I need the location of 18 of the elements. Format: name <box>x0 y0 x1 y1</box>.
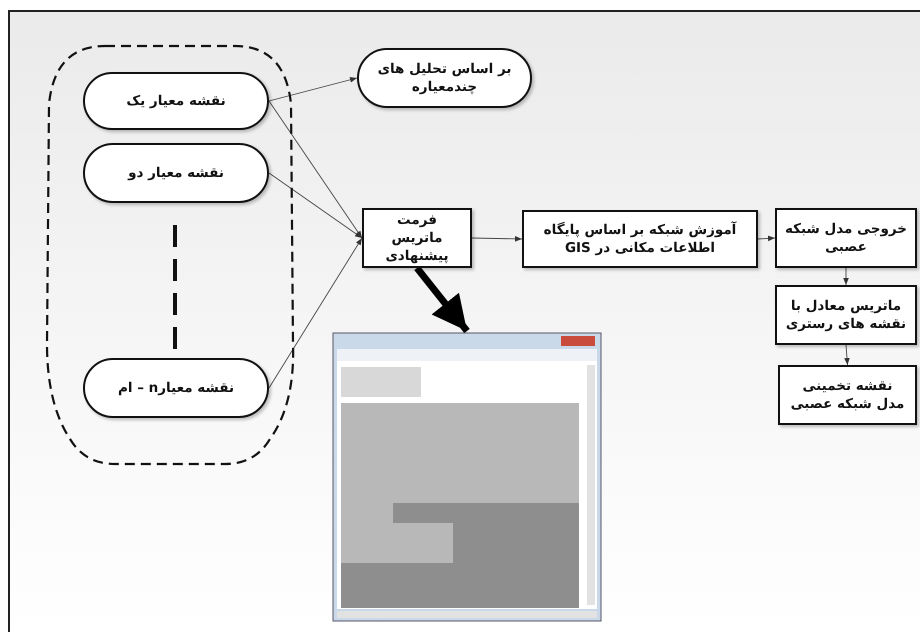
arrow <box>268 238 362 388</box>
process-box: خروجی مدل شبکه عصبی <box>775 208 917 268</box>
arrow <box>414 266 470 334</box>
process-box: نقشه تخمینی مدل شبکه عصبی <box>778 365 917 425</box>
arrow <box>268 100 362 238</box>
arrow <box>843 268 849 286</box>
pill-node: نقشه معیار یک <box>83 72 269 130</box>
process-box: فرمت ماتریس پیشنهادی <box>362 208 472 268</box>
arrow <box>268 172 362 238</box>
arrow <box>844 344 850 366</box>
arrow <box>268 77 358 102</box>
pill-node: نقشه معیار دو <box>83 143 269 203</box>
pill-node: نقشه معیارn – ام <box>83 358 269 418</box>
process-box: ماتریس معادل با نقشه های رستری <box>775 285 917 345</box>
arrow <box>472 236 522 242</box>
arrow <box>758 236 776 242</box>
process-box: آموزش شبکه بر اساس پایگاه اطلاعات مکانی در GIS <box>522 210 758 268</box>
pill-node: بر اساس تحلیل های چندمعیاره <box>357 48 532 108</box>
